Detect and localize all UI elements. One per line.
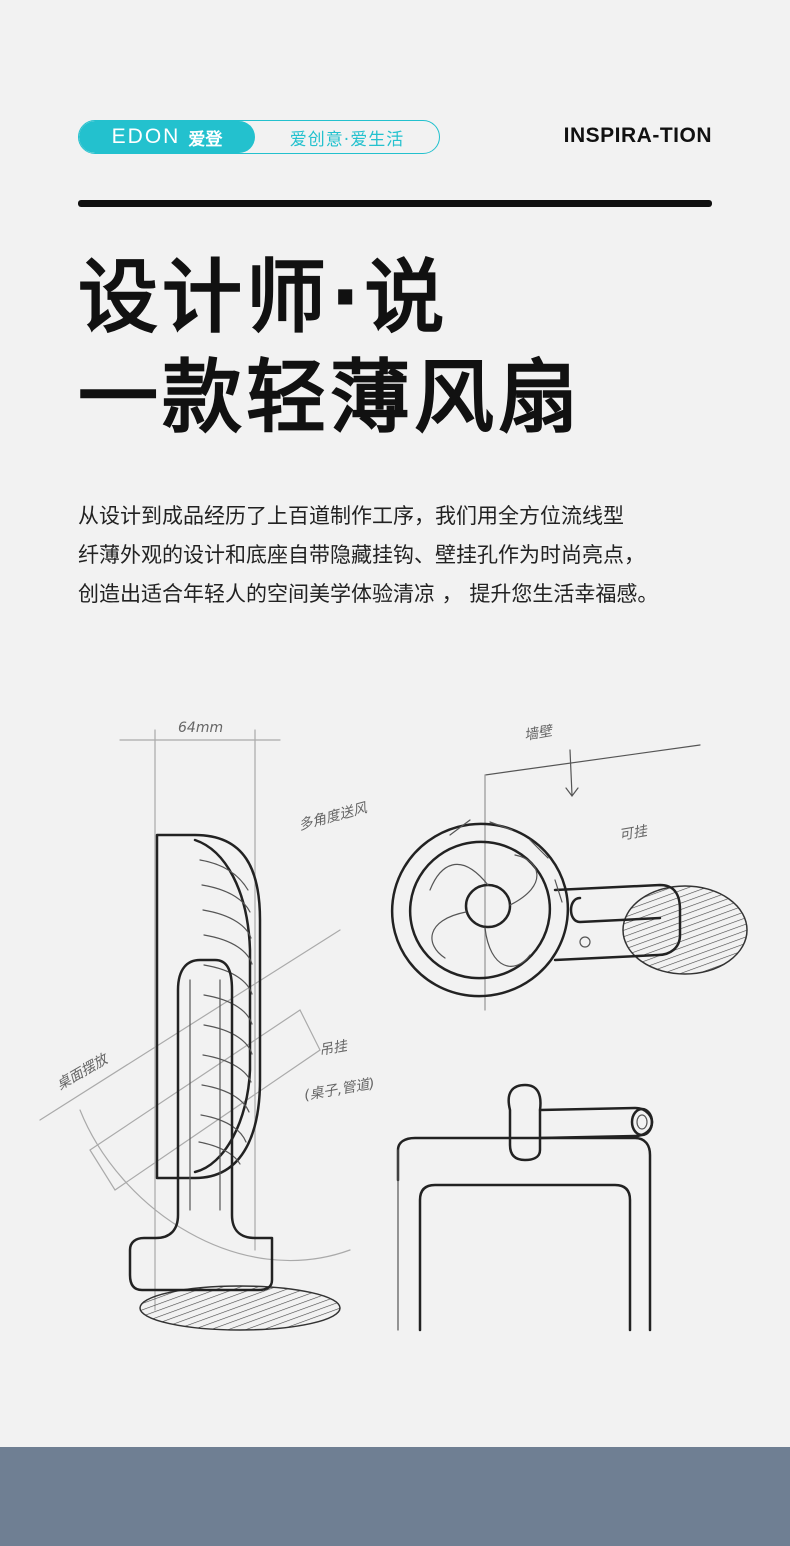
note-width: 64mm	[178, 720, 223, 736]
header-divider	[78, 200, 712, 207]
fan-sketch-illustration: 64mm 多角度送风 桌面摆放 墙壁 可挂 吊挂 (桌子,管道)	[39, 720, 748, 1332]
description-line-3: 创造出适合年轻人的空间美学体验清凉 ， 提升您生活幸福感。	[78, 582, 659, 606]
note-stand: 桌面摆放	[54, 1051, 112, 1094]
brand-logo: EDON	[111, 125, 181, 148]
description-line-1: 从设计到成品经历了上百道制作工序，我们用全方位流线型	[78, 504, 624, 528]
brand-badge: EDON 爱登 爱创意·爱生活	[78, 120, 440, 154]
footer-band	[0, 1447, 790, 1546]
brand-name: 爱登	[188, 129, 223, 150]
note-hook-sub: (桌子,管道)	[303, 1076, 376, 1104]
description-line-2: 纤薄外观的设计和底座自带隐藏挂钩、壁挂孔作为时尚亮点，	[78, 543, 645, 567]
page-title: 设计师·说 一款轻薄风扇	[78, 248, 582, 448]
brand-logo-block: EDON 爱登	[79, 121, 255, 153]
note-hang: 可挂	[618, 823, 650, 844]
hook-sketch: 吊挂 (桌子,管道)	[303, 1038, 654, 1332]
header-tagline: INSPIRA-TION	[563, 124, 712, 147]
brand-slogan: 爱创意·爱生活	[289, 129, 405, 150]
note-hook: 吊挂	[318, 1038, 350, 1059]
wall-mounted-fan-sketch: 墙壁 可挂	[390, 723, 748, 1011]
side-view-fan-sketch: 64mm 多角度送风 桌面摆放	[39, 720, 370, 1331]
note-wall: 墙壁	[523, 723, 555, 744]
title-line-2: 一款轻薄风扇	[78, 351, 582, 444]
description: 从设计到成品经历了上百道制作工序，我们用全方位流线型 纤薄外观的设计和底座自带隐…	[78, 497, 738, 614]
note-rotate: 多角度送风	[297, 800, 370, 834]
title-line-1: 设计师·说	[78, 251, 449, 344]
